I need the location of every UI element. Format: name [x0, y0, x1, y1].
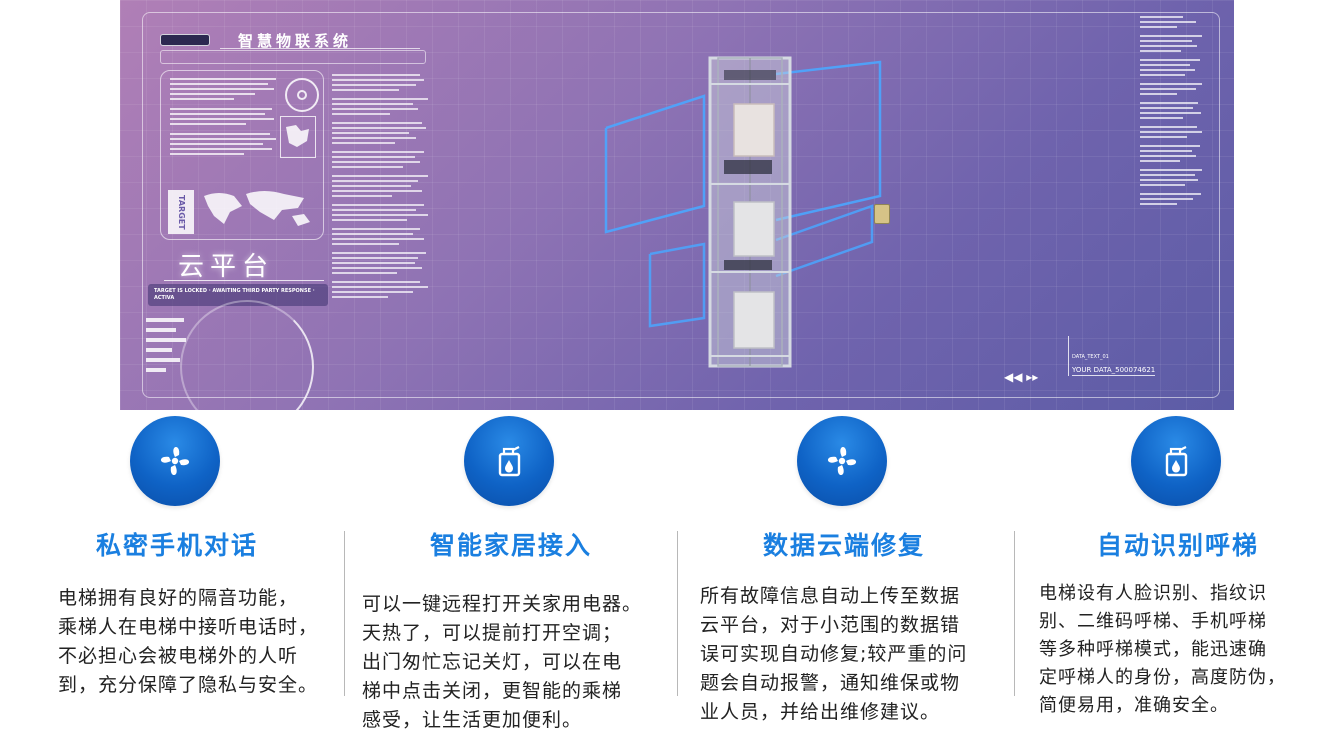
desc-line: 业人员，并给出维修建议。 [700, 701, 941, 723]
hud-subbar [160, 50, 426, 64]
desc-line: 简便易用，准确安全。 [1039, 695, 1229, 716]
desc-line: 到，充分保障了隐私与安全。 [58, 674, 319, 696]
hud-readout-small: DATA_TEXT_01 [1072, 354, 1109, 360]
hud-frame [142, 12, 1220, 398]
desc-line: 所有故障信息自动上传至数据 [700, 585, 961, 607]
target-badge: TARGET [168, 190, 194, 234]
desc-line: 误可实现自动修复;较严重的问 [700, 643, 968, 665]
feature-desc-auto-call: 电梯设有人脸识别、指纹识 别、二维码呼梯、手机呼梯 等多种呼梯模式，能迅速确 定… [1039, 580, 1329, 720]
hud-pill [160, 34, 210, 46]
feature-title-cloud-repair: 数据云端修复 [762, 531, 925, 560]
hud-title: 智慧物联系统 [238, 32, 353, 50]
elevator-shaft-illustration [708, 56, 792, 368]
desc-line: 感受，让生活更加便利。 [362, 709, 583, 731]
desc-line: 定呼梯人的身份，高度防伪， [1039, 667, 1286, 688]
desc-line: 不必担心会被电梯外的人听 [58, 645, 299, 667]
desc-line: 电梯拥有良好的隔音功能， [58, 587, 299, 609]
feature-desc-smart-home: 可以一键远程打开关家用电器。 天热了，可以提前打开空调； 出门匆忙忘记关灯，可以… [362, 590, 662, 735]
map-icon [280, 116, 316, 158]
hologram-rings [604, 60, 882, 328]
divider [677, 531, 678, 696]
divider [344, 531, 345, 696]
hud-bracket [1068, 336, 1129, 376]
desc-line: 电梯设有人脸识别、指纹识 [1039, 583, 1267, 604]
desc-line: 云平台，对于小范围的数据错 [700, 614, 961, 636]
desc-line: 天热了，可以提前打开空调； [362, 622, 623, 644]
hud-locked-text: TARGET IS LOCKED · AWAITING THIRD PARTY … [154, 288, 315, 301]
hud-ring [180, 300, 314, 410]
target-icon [285, 78, 319, 112]
hud-text-block [170, 78, 276, 158]
desc-line: 可以一键远程打开关家用电器。 [362, 593, 643, 615]
cloud-platform-label: 云平台 [178, 252, 275, 282]
hud-text-column-right [1140, 16, 1202, 208]
hud-bars [146, 318, 186, 378]
desc-line: 等多种呼梯模式，能迅速确 [1039, 639, 1267, 660]
hud-underline [164, 280, 324, 281]
oil-can-icon [1131, 416, 1221, 506]
feature-desc-cloud-repair: 所有故障信息自动上传至数据 云平台，对于小范围的数据错 误可实现自动修复;较严重… [700, 582, 1000, 727]
feature-title-private-call: 私密手机对话 [95, 531, 258, 560]
hud-readout: YOUR DATA_500074621 [1072, 366, 1156, 376]
feature-title-smart-home: 智能家居接入 [429, 531, 592, 560]
world-map-icon [204, 191, 310, 226]
feature-desc-private-call: 电梯拥有良好的隔音功能， 乘梯人在电梯中接听电话时， 不必担心会被电梯外的人听 … [58, 584, 340, 700]
hud-title-bar [220, 30, 420, 49]
desc-line: 梯中点击关闭，更智能的乘梯 [362, 680, 623, 702]
sensor-box [874, 204, 890, 224]
hero-banner: 智慧物联系统 TARGET 云平台 TARGET IS LOCKED · AWA… [120, 0, 1234, 410]
hud-locked-banner: TARGET IS LOCKED · AWAITING THIRD PARTY … [148, 284, 328, 306]
desc-line: 出门匆忙忘记关灯，可以在电 [362, 651, 623, 673]
divider [1014, 531, 1015, 696]
hud-text-column-1 [332, 74, 428, 301]
oil-can-icon [464, 416, 554, 506]
hud-info-panel [160, 70, 324, 240]
feature-title-auto-call: 自动识别呼梯 [1096, 531, 1259, 560]
arrow-left-icon: ◀◀ ▸▸ [1004, 370, 1039, 384]
fan-icon [130, 416, 220, 506]
desc-line: 题会自动报警，通知维保或物 [700, 672, 961, 694]
desc-line: 乘梯人在电梯中接听电话时， [58, 616, 319, 638]
fan-icon [797, 416, 887, 506]
desc-line: 别、二维码呼梯、手机呼梯 [1039, 611, 1267, 632]
